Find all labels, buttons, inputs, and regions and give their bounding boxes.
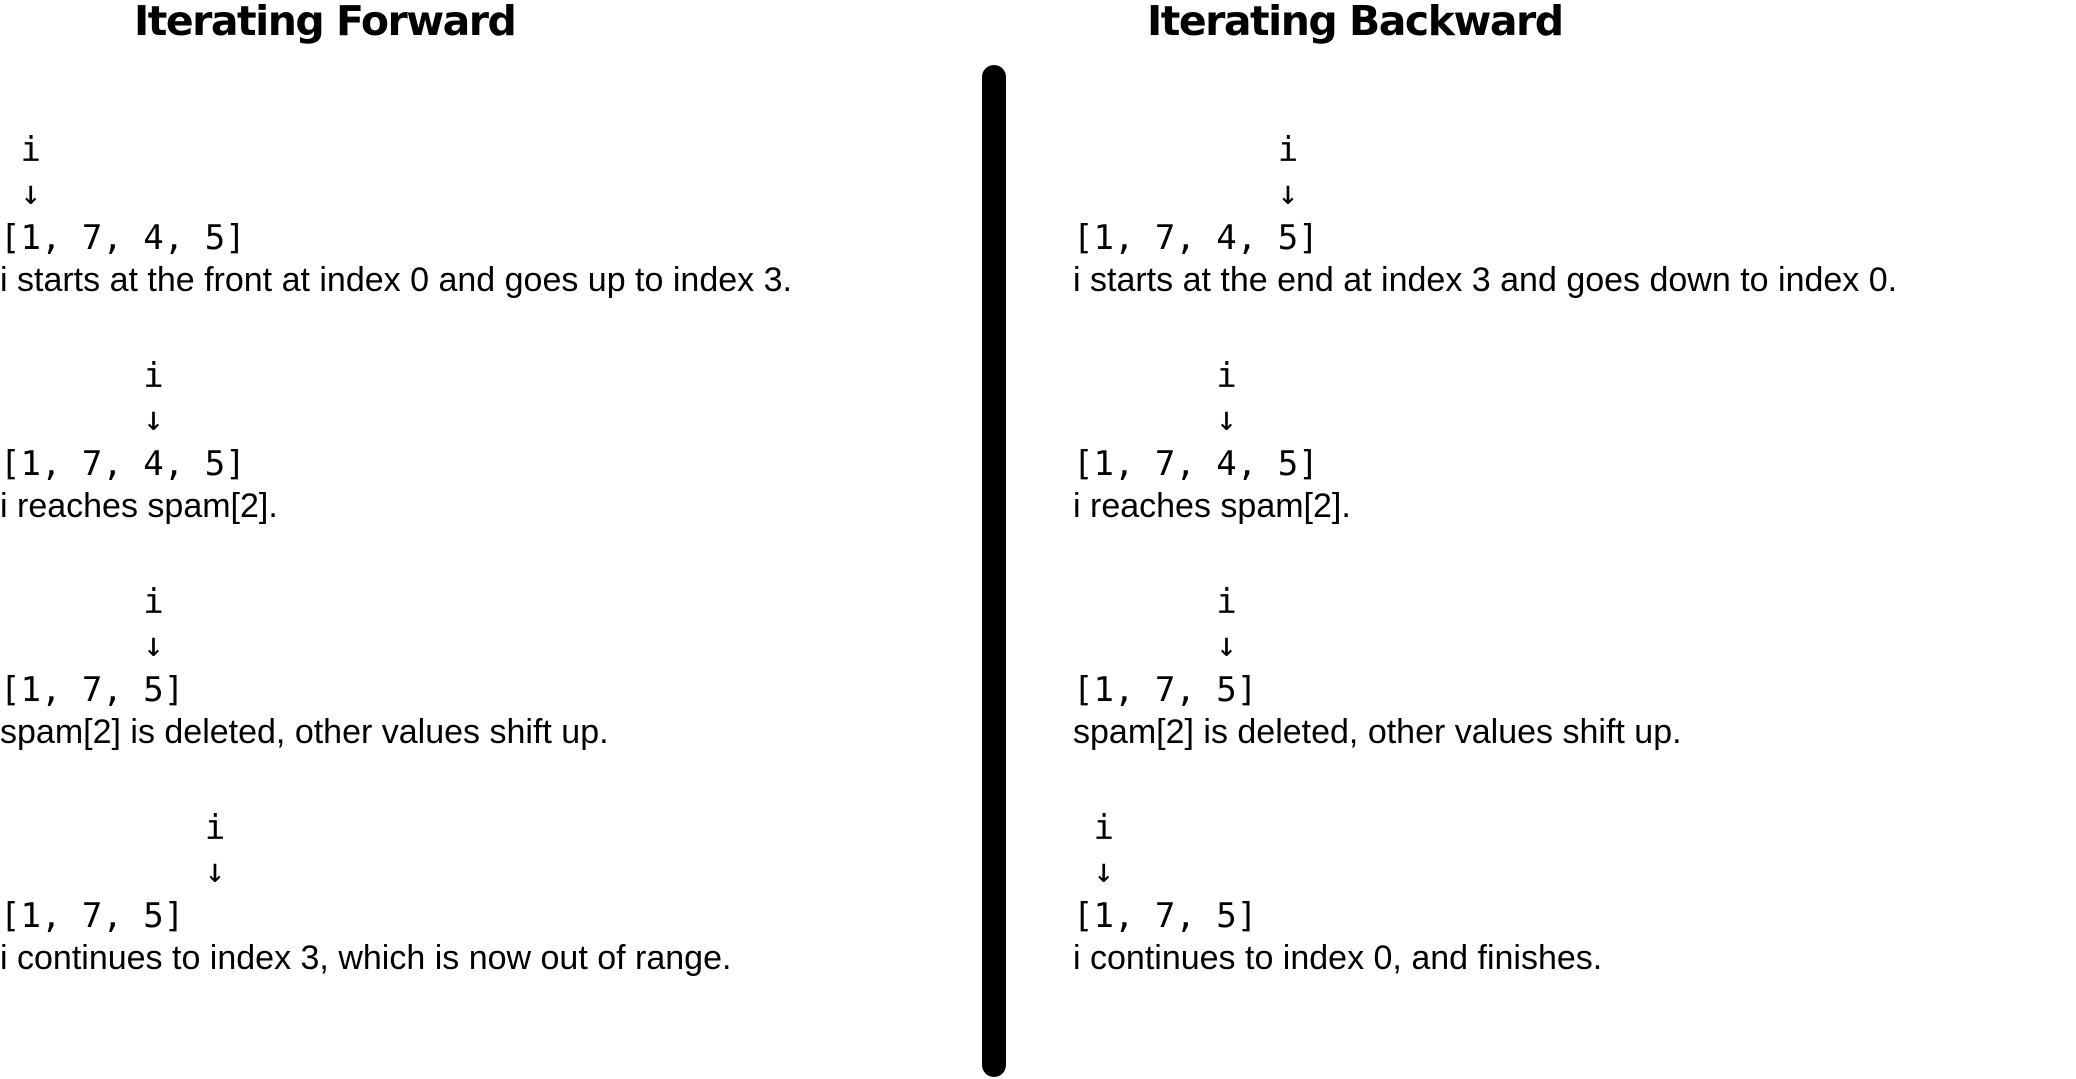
down-arrow-icon: ↓ xyxy=(1073,851,1114,891)
list-value: [1, 7, 4, 5] xyxy=(0,444,246,484)
down-arrow-icon: ↓ xyxy=(0,851,226,891)
step-caption: spam[2] is deleted, other values shift u… xyxy=(0,713,609,751)
down-arrow-icon: ↓ xyxy=(0,399,164,439)
step-caption: i reaches spam[2]. xyxy=(0,487,278,525)
forward-step-1: i ↓ [1, 7, 4, 5] i starts at the front a… xyxy=(0,130,960,355)
down-arrow-icon: ↓ xyxy=(0,173,41,213)
forward-step-3: i ↓ [1, 7, 5] spam[2] is deleted, other … xyxy=(0,582,960,807)
forward-column: i ↓ [1, 7, 4, 5] i starts at the front a… xyxy=(0,0,960,1079)
index-pointer-label: i xyxy=(0,582,164,622)
step-caption: i starts at the front at index 0 and goe… xyxy=(0,261,792,299)
list-value: [1, 7, 5] xyxy=(0,670,185,710)
list-value: [1, 7, 5] xyxy=(1073,896,1258,936)
step-caption: i reaches spam[2]. xyxy=(1073,487,1351,525)
forward-heading: Iterating Forward xyxy=(134,0,517,45)
list-value: [1, 7, 4, 5] xyxy=(1073,444,1319,484)
index-pointer-label: i xyxy=(1073,130,1299,170)
down-arrow-icon: ↓ xyxy=(1073,625,1237,665)
step-caption: i continues to index 0, and finishes. xyxy=(1073,939,1603,977)
index-pointer-label: i xyxy=(0,808,226,848)
index-pointer-label: i xyxy=(1073,356,1237,396)
forward-step-2: i ↓ [1, 7, 4, 5] i reaches spam[2]. xyxy=(0,356,960,581)
backward-column: i ↓ [1, 7, 4, 5] i starts at the end at … xyxy=(1073,0,2033,1079)
backward-step-1: i ↓ [1, 7, 4, 5] i starts at the end at … xyxy=(1073,130,2033,355)
step-caption: spam[2] is deleted, other values shift u… xyxy=(1073,713,1682,751)
list-value: [1, 7, 4, 5] xyxy=(0,218,246,258)
forward-step-4: i ↓ [1, 7, 5] i continues to index 3, wh… xyxy=(0,808,960,1033)
down-arrow-icon: ↓ xyxy=(0,625,164,665)
backward-step-3: i ↓ [1, 7, 5] spam[2] is deleted, other … xyxy=(1073,582,2033,807)
down-arrow-icon: ↓ xyxy=(1073,173,1299,213)
step-caption: i starts at the end at index 3 and goes … xyxy=(1073,261,1898,299)
backward-heading: Iterating Backward xyxy=(1147,0,1564,45)
index-pointer-label: i xyxy=(1073,582,1237,622)
index-pointer-label: i xyxy=(0,356,164,396)
list-value: [1, 7, 4, 5] xyxy=(1073,218,1319,258)
index-pointer-label: i xyxy=(0,130,41,170)
step-caption: i continues to index 3, which is now out… xyxy=(0,939,732,977)
list-value: [1, 7, 5] xyxy=(1073,670,1258,710)
down-arrow-icon: ↓ xyxy=(1073,399,1237,439)
backward-step-2: i ↓ [1, 7, 4, 5] i reaches spam[2]. xyxy=(1073,356,2033,581)
index-pointer-label: i xyxy=(1073,808,1114,848)
list-value: [1, 7, 5] xyxy=(0,896,185,936)
backward-step-4: i ↓ [1, 7, 5] i continues to index 0, an… xyxy=(1073,808,2033,1033)
column-divider xyxy=(982,65,1006,1077)
